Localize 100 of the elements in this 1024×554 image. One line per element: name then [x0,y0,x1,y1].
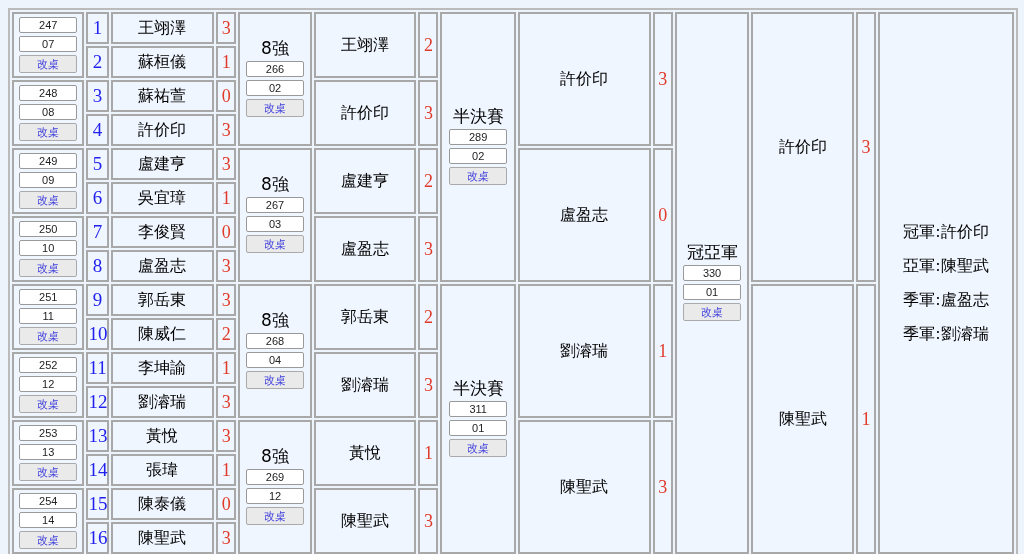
player-name: 陳聖武 [313,488,417,554]
score: 1 [216,352,237,384]
score: 3 [216,12,237,44]
round-title: 8強 [260,38,290,58]
change-table-button: 改桌 [246,235,304,253]
score: 3 [418,488,439,554]
change-table-button: 改桌 [246,507,304,525]
change-table-button: 改桌 [19,327,78,345]
change-table-button: 改桌 [19,259,78,277]
player-name: 許价印 [517,12,651,146]
input-field: 01 [683,284,742,300]
change-table-button: 改桌 [246,371,304,389]
player-name: 許价印 [313,80,417,146]
player-name: 黃悅 [313,420,417,486]
input-field: 251 [19,289,78,305]
seed-number: 5 [86,148,109,180]
score: 1 [216,182,237,214]
input-field: 14 [19,512,78,528]
score: 3 [216,386,237,418]
input-field: 289 [449,129,508,145]
input-field: 268 [246,333,304,349]
change-table-button: 改桌 [19,395,78,413]
seed-number: 6 [86,182,109,214]
score: 3 [652,12,673,146]
score: 3 [216,114,237,146]
score: 3 [418,80,439,146]
input-field: 249 [19,153,78,169]
input-field: 250 [19,221,78,237]
input-field: 253 [19,425,78,441]
score: 2 [216,318,237,350]
input-field: 266 [246,61,304,77]
change-table-button: 改桌 [19,123,78,141]
round-title: 冠亞軍 [685,242,739,262]
result-line: 冠軍:許价印 [902,222,990,242]
player-name: 陳聖武 [110,522,215,554]
player-name: 陳威仁 [110,318,215,350]
input-field: 254 [19,493,78,509]
seed-number: 8 [86,250,109,282]
player-name: 許价印 [751,12,854,282]
change-table-button: 改桌 [449,439,508,457]
input-field: 248 [19,85,78,101]
seed-number: 11 [86,352,109,384]
score: 1 [216,46,237,78]
seed-number: 3 [86,80,109,112]
input-field: 12 [246,488,304,504]
score: 1 [855,284,877,554]
player-name: 陳泰儀 [110,488,215,520]
score: 3 [418,216,439,282]
score: 3 [855,12,877,282]
player-name: 許价印 [110,114,215,146]
input-field: 12 [19,376,78,392]
player-name: 吳宜璋 [110,182,215,214]
input-field: 03 [246,216,304,232]
player-name: 陳聖武 [751,284,854,554]
score: 3 [216,250,237,282]
seed-number: 4 [86,114,109,146]
score: 0 [216,80,237,112]
player-name: 張瑋 [110,454,215,486]
input-field: 269 [246,469,304,485]
seed-number: 10 [86,318,109,350]
input-field: 04 [246,352,304,368]
input-field: 02 [449,148,508,164]
change-table-button: 改桌 [449,167,508,185]
input-field: 247 [19,17,78,33]
player-name: 劉濬瑞 [313,352,417,418]
player-name: 劉濬瑞 [110,386,215,418]
round-title: 8強 [260,310,290,330]
score: 0 [216,488,237,520]
score: 3 [652,420,673,554]
player-name: 盧盈志 [313,216,417,282]
score: 3 [216,420,237,452]
score: 0 [216,216,237,248]
player-name: 郭岳東 [110,284,215,316]
player-name: 王翊澤 [110,12,215,44]
input-field: 01 [449,420,508,436]
round-title: 半決賽 [451,106,505,126]
seed-number: 15 [86,488,109,520]
change-table-button: 改桌 [683,303,742,321]
result-line: 亞軍:陳聖武 [902,256,990,276]
change-table-button: 改桌 [19,531,78,549]
seed-number: 7 [86,216,109,248]
input-field: 10 [19,240,78,256]
player-name: 郭岳東 [313,284,417,350]
player-name: 蘇祐萱 [110,80,215,112]
player-name: 陳聖武 [517,420,651,554]
score: 1 [216,454,237,486]
change-table-button: 改桌 [246,99,304,117]
score: 3 [216,284,237,316]
score: 1 [418,420,439,486]
score: 3 [216,522,237,554]
round-title: 半決賽 [451,378,505,398]
player-name: 盧盈志 [110,250,215,282]
result-line: 季軍:盧盈志 [902,290,990,310]
score: 3 [418,352,439,418]
score: 2 [418,284,439,350]
input-field: 252 [19,357,78,373]
change-table-button: 改桌 [19,191,78,209]
score: 2 [418,12,439,78]
input-field: 02 [246,80,304,96]
change-table-button: 改桌 [19,55,78,73]
